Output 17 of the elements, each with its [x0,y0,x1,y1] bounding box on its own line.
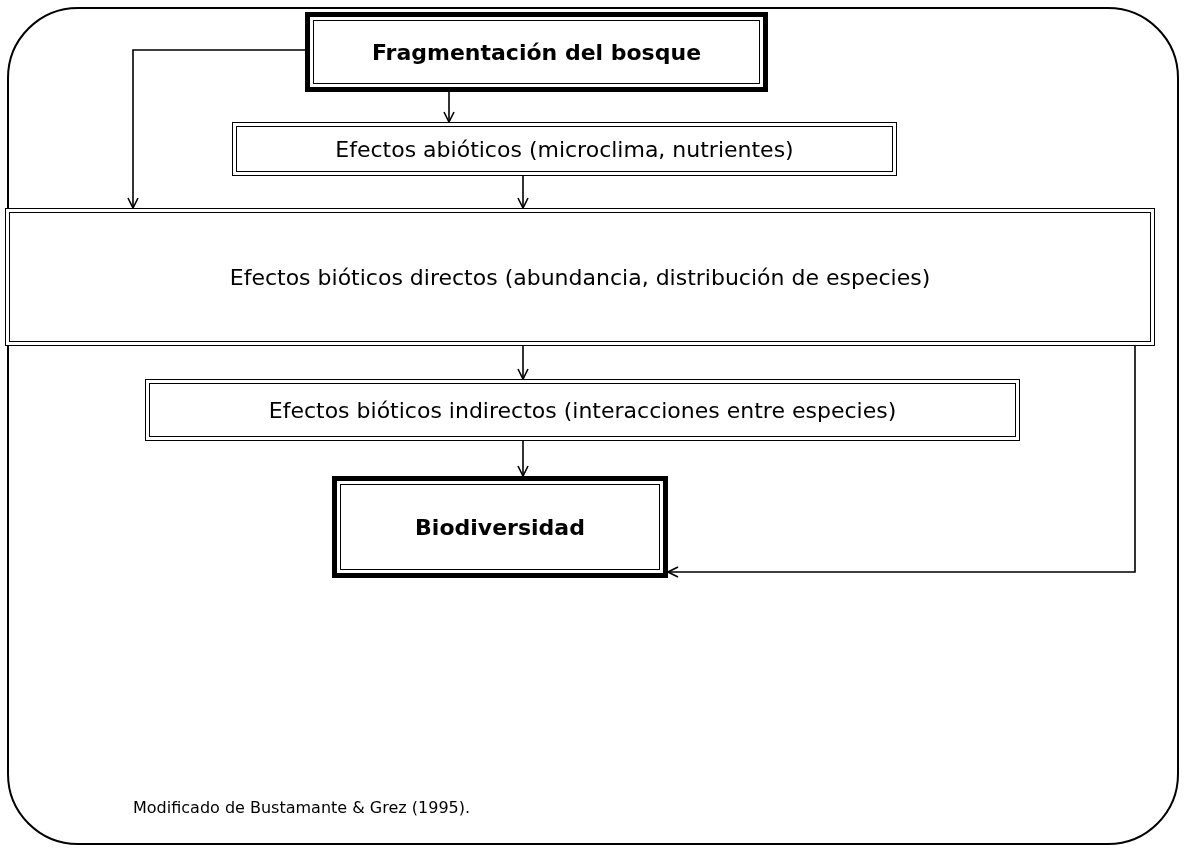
arrow [517,440,529,477]
arrow [127,49,306,209]
process-box [232,122,897,176]
process-box [145,379,1020,441]
result-box [332,476,668,578]
arrow [517,175,529,209]
node-label: Efectos abióticos (microclima, nutrientes) [334,135,795,164]
node-label: Biodiversidad [414,513,586,542]
node-label: Efectos bióticos directos (abundancia, distribución de especies) [228,263,932,292]
process-box [5,208,1155,346]
arrow [517,345,529,380]
source-caption: Modificado de Bustamante & Grez (1995). [133,798,471,817]
start-box [305,12,768,92]
arrow [443,91,455,123]
arrow [667,345,1136,578]
node-label: Efectos bióticos indirectos (interacciones entre especies) [267,396,898,425]
node-label: Fragmentación del bosque [370,38,703,67]
